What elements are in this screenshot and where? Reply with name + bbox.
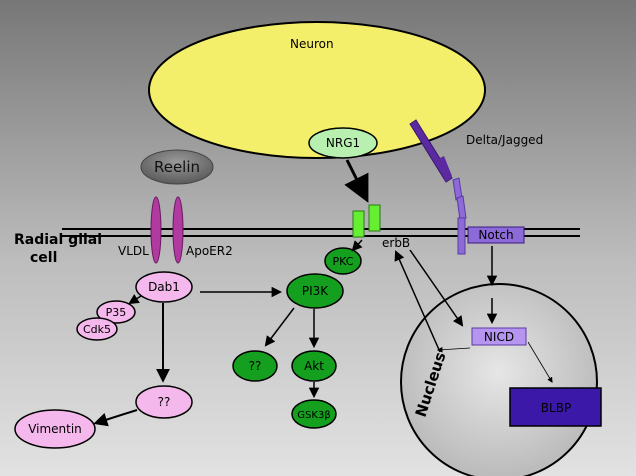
akt-label: Akt [304,359,324,373]
reelin-node [140,149,214,185]
notch-segment-2 [456,195,467,221]
p35-label: P35 [106,306,127,319]
arrow-erbb-to-nicd [409,249,464,327]
gsk3b-node [291,399,337,429]
erbb-receptor-left [352,210,365,238]
pi3k-node [286,273,344,309]
arrow-nucleus-to-erbb [394,250,441,353]
unknown-pink-node [135,385,193,419]
reelin-label: Reelin [154,158,200,176]
radial-glial-label-line1: Radial glial [14,232,102,248]
notch-label: Notch [478,228,513,242]
vimentin-node [14,409,96,449]
blbp-label: BLBP [541,401,571,415]
p35-node [96,300,136,324]
arrow-nicd-to-blbp [527,341,553,383]
neuron-label: Neuron [290,37,334,51]
nicd-label: NICD [484,330,514,344]
arrow-nicd-left [436,346,471,353]
pkc-node [324,247,362,275]
neuron-body [148,21,486,159]
unknown-green-node [232,350,278,382]
arrow-nrg1-to-erbb [344,159,369,203]
vldl-receptor [150,196,162,264]
blbp-box [509,387,602,427]
pi3k-label: PI3K [302,284,329,298]
erbb-label: erbB [382,236,410,250]
radial-glial-label-line2: cell [30,250,57,266]
nrg1-node [308,127,378,159]
unknown-pink-label: ?? [158,395,171,409]
arrow-pi3k-to-unknown [264,307,295,347]
arrow-unknown-to-vimentin [93,409,138,427]
apoer2-receptor [172,196,184,264]
nicd-box [471,327,527,346]
apoer2-label: ApoER2 [186,244,233,258]
nucleus [400,283,598,476]
dab1-label: Dab1 [148,280,180,294]
notch-intracellular [467,226,525,244]
vimentin-label: Vimentin [28,422,82,436]
delta-jagged-label: Delta/Jagged [466,133,543,147]
erbb-receptor-right [368,204,381,232]
unknown-green-label: ?? [249,359,262,373]
akt-node [291,350,337,382]
pkc-label: PKC [333,255,354,268]
arrow-erbb-to-pkc [351,239,363,252]
delta-jagged-ligand-tip [436,156,452,182]
gsk3b-label: GSK3β [297,410,330,421]
notch-transmembrane [457,217,466,255]
arrow-dab1-to-p35 [128,294,142,305]
cdk5-node [76,317,118,341]
dab1-node [135,271,193,303]
vldl-label: VLDL [118,244,149,258]
cdk5-label: Cdk5 [83,323,111,336]
nrg1-label: NRG1 [326,136,360,150]
